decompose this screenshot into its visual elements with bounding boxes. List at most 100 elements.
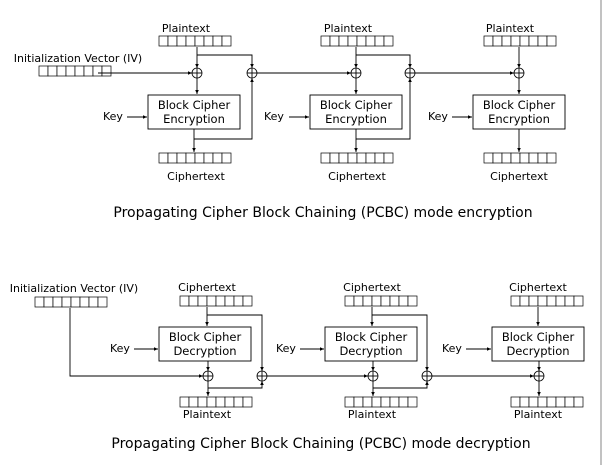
register-cell bbox=[158, 35, 169, 47]
enc-xor-input-2 bbox=[350, 67, 362, 79]
register-cell bbox=[88, 296, 99, 308]
dec-cipher1-line1: Block Cipher bbox=[169, 330, 242, 344]
enc-xor-input-1 bbox=[191, 67, 203, 79]
register-cell bbox=[407, 396, 418, 408]
register-cell bbox=[555, 295, 566, 307]
register-cell bbox=[197, 396, 208, 408]
enc-ciphertext-block-2 bbox=[320, 152, 394, 164]
enc-cipher2-line1: Block Cipher bbox=[320, 98, 393, 112]
enc-stage2-ciphertext-label: Ciphertext bbox=[328, 170, 386, 183]
register-cell bbox=[179, 295, 190, 307]
register-cell bbox=[344, 396, 355, 408]
register-cell bbox=[329, 35, 340, 47]
dec-block-cipher-3: Block Cipher Decryption bbox=[491, 326, 585, 362]
dec-block-cipher-2: Block Cipher Decryption bbox=[324, 326, 418, 362]
dec-xor-chain-1 bbox=[256, 370, 268, 382]
register-cell bbox=[519, 295, 530, 307]
register-cell bbox=[528, 295, 539, 307]
enc-plaintext-block-1 bbox=[158, 35, 232, 47]
enc-stage3-ciphertext-label: Ciphertext bbox=[490, 170, 548, 183]
decryption-diagram: Ciphertext Ciphertext Ciphertext Initial… bbox=[10, 281, 585, 452]
register-cell bbox=[203, 152, 214, 164]
register-cell bbox=[185, 152, 196, 164]
register-cell bbox=[188, 295, 199, 307]
dec-stage1-plaintext-label: Plaintext bbox=[183, 408, 232, 421]
enc-cipher1-line1: Block Cipher bbox=[158, 98, 231, 112]
register-cell bbox=[573, 295, 584, 307]
register-cell bbox=[185, 35, 196, 47]
register-cell bbox=[389, 295, 400, 307]
register-cell bbox=[74, 65, 85, 77]
register-cell bbox=[344, 295, 355, 307]
enc-key-label-1: Key bbox=[103, 110, 123, 123]
register-cell bbox=[398, 295, 409, 307]
register-cell bbox=[510, 396, 521, 408]
register-cell bbox=[212, 35, 223, 47]
register-cell bbox=[356, 35, 367, 47]
register-cell bbox=[43, 296, 54, 308]
register-cell bbox=[546, 152, 557, 164]
register-cell bbox=[212, 152, 223, 164]
dec-xor-output-2 bbox=[367, 370, 379, 382]
register-cell bbox=[383, 152, 394, 164]
register-cell bbox=[564, 295, 575, 307]
register-cell bbox=[528, 152, 539, 164]
enc-plaintext-block-2 bbox=[320, 35, 394, 47]
dec-block-cipher-1: Block Cipher Decryption bbox=[158, 326, 252, 362]
register-cell bbox=[353, 396, 364, 408]
register-cell bbox=[537, 396, 548, 408]
register-cell bbox=[34, 296, 45, 308]
enc-stage3-plaintext-label: Plaintext bbox=[486, 22, 535, 35]
register-cell bbox=[242, 396, 253, 408]
register-cell bbox=[194, 152, 205, 164]
register-cell bbox=[56, 65, 67, 77]
register-cell bbox=[52, 296, 63, 308]
register-cell bbox=[510, 35, 521, 47]
register-cell bbox=[483, 35, 494, 47]
register-cell bbox=[398, 396, 409, 408]
enc-flow-lines bbox=[98, 47, 521, 152]
register-cell bbox=[203, 35, 214, 47]
register-cell bbox=[242, 295, 253, 307]
dec-xor-output-3 bbox=[533, 370, 545, 382]
register-cell bbox=[221, 152, 232, 164]
register-cell bbox=[176, 152, 187, 164]
register-cell bbox=[510, 295, 521, 307]
dec-ciphertext-block-3 bbox=[510, 295, 584, 307]
register-cell bbox=[92, 65, 103, 77]
register-cell bbox=[492, 35, 503, 47]
register-cell bbox=[197, 295, 208, 307]
dec-iv-label: Initialization Vector (IV) bbox=[10, 282, 138, 295]
register-cell bbox=[215, 396, 226, 408]
register-cell bbox=[483, 152, 494, 164]
register-cell bbox=[371, 295, 382, 307]
enc-stage1-ciphertext-label: Ciphertext bbox=[167, 170, 225, 183]
register-cell bbox=[519, 396, 530, 408]
register-cell bbox=[224, 295, 235, 307]
register-cell bbox=[320, 35, 331, 47]
register-cell bbox=[374, 35, 385, 47]
register-cell bbox=[176, 35, 187, 47]
register-cell bbox=[501, 35, 512, 47]
register-cell bbox=[365, 35, 376, 47]
register-cell bbox=[528, 396, 539, 408]
dec-stage1-ciphertext-label: Ciphertext bbox=[178, 281, 236, 294]
dec-cipher2-line2: Decryption bbox=[339, 344, 402, 358]
enc-block-cipher-2: Block Cipher Encryption bbox=[309, 94, 403, 130]
register-cell bbox=[158, 152, 169, 164]
register-cell bbox=[206, 396, 217, 408]
register-cell bbox=[347, 35, 358, 47]
register-cell bbox=[233, 295, 244, 307]
enc-stage1-plaintext-label: Plaintext bbox=[162, 22, 211, 35]
dec-cipher2-line1: Block Cipher bbox=[335, 330, 408, 344]
register-cell bbox=[206, 295, 217, 307]
dec-key-label-2: Key bbox=[276, 342, 296, 355]
register-cell bbox=[510, 152, 521, 164]
dec-plaintext-block-2 bbox=[344, 396, 418, 408]
register-cell bbox=[546, 396, 557, 408]
enc-ciphertext-block-3 bbox=[483, 152, 557, 164]
register-cell bbox=[573, 396, 584, 408]
register-cell bbox=[65, 65, 76, 77]
dec-stage2-plaintext-label: Plaintext bbox=[348, 408, 397, 421]
